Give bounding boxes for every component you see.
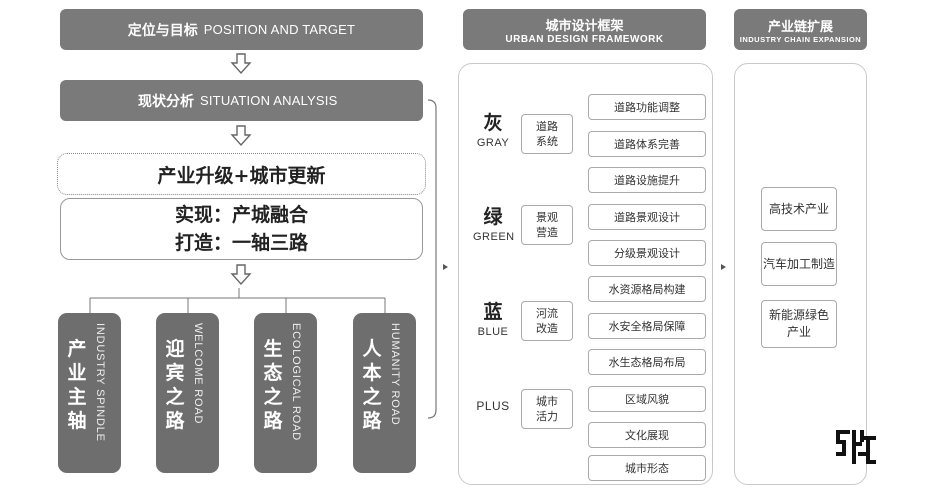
category-gray-en: GRAY — [476, 137, 510, 149]
industry-item: 高技术产业 — [761, 187, 837, 231]
framework-title-en: URBAN DESIGN FRAMEWORK — [505, 33, 664, 45]
arrow-right-icon — [443, 264, 448, 270]
framework-item: 道路体系完善 — [588, 131, 706, 157]
framework-item: 道路景观设计 — [588, 204, 706, 230]
framework-item: 文化展现 — [588, 422, 706, 448]
industry-item: 新能源绿色 产业 — [761, 300, 837, 348]
pillar-ecological-road: 生态之路 ECOLOGICAL ROAD — [254, 313, 317, 473]
theme-box: 产业升级+城市更新 — [57, 153, 426, 195]
framework-item: 城市形态 — [588, 455, 706, 481]
framework-item: 道路功能调整 — [588, 94, 706, 120]
pillar-en: HUMANITY ROAD — [389, 323, 401, 426]
industry-header: 产业链扩展 INDUSTRY CHAIN EXPANSION — [734, 9, 867, 50]
framework-item: 水生态格局布局 — [588, 349, 706, 375]
strategy-box: 实现：产城融合 打造：一轴三路 — [60, 198, 423, 260]
position-target-header: 定位与目标 POSITION AND TARGET — [60, 9, 423, 50]
pillar-en: ECOLOGICAL ROAD — [290, 323, 302, 441]
category-blue-sub: 河流改造 — [521, 301, 573, 341]
realize-text: 实现：产城融合 — [174, 204, 308, 226]
industry-title-en: INDUSTRY CHAIN EXPANSION — [739, 34, 862, 44]
category-green-zh: 绿 — [483, 206, 503, 228]
category-gray-zh: 灰 — [483, 112, 503, 134]
industry-title-zh: 产业链扩展 — [767, 19, 833, 35]
pillar-industry-spindle: 产业主轴 INDUSTRY SPINDLE — [58, 313, 121, 473]
build-text: 打造：一轴三路 — [174, 232, 308, 254]
position-target-en: POSITION AND TARGET — [203, 22, 356, 37]
pillar-humanity-road: 人本之路 HUMANITY ROAD — [353, 313, 416, 473]
category-green-sub: 景观营造 — [521, 205, 573, 245]
pillar-en: WELCOME ROAD — [192, 323, 204, 425]
pillar-zh: 生态之路 — [263, 338, 283, 432]
industry-item: 汽车加工制造 — [761, 242, 837, 286]
category-green-en: GREEN — [473, 231, 515, 243]
framework-item: 区域风貌 — [588, 386, 706, 412]
category-blue-en: BLUE — [477, 326, 509, 338]
framework-title-zh: 城市设计框架 — [545, 18, 624, 34]
theme-text: 产业升级+城市更新 — [157, 164, 326, 187]
framework-header: 城市设计框架 URBAN DESIGN FRAMEWORK — [463, 9, 706, 50]
situation-analysis-zh: 现状分析 — [138, 93, 194, 110]
down-arrow-icon — [230, 264, 252, 286]
category-gray-sub: 道路系统 — [521, 114, 573, 154]
category-plus-en: PLUS — [476, 399, 510, 413]
framework-item: 水安全格局保障 — [588, 313, 706, 339]
position-target-zh: 定位与目标 — [127, 22, 198, 39]
pillar-welcome-road: 迎宾之路 WELCOME ROAD — [156, 313, 219, 473]
category-plus-sub: 城市活力 — [521, 389, 573, 429]
logo-icon — [836, 430, 876, 464]
category-blue-zh: 蓝 — [483, 301, 503, 323]
pillar-zh: 人本之路 — [362, 338, 382, 432]
arrow-right-icon — [721, 264, 726, 270]
framework-item: 水资源格局构建 — [588, 276, 706, 302]
pillar-zh: 产业主轴 — [67, 338, 87, 432]
pillar-en: INDUSTRY SPINDLE — [94, 323, 106, 442]
down-arrow-icon — [230, 125, 252, 147]
pillar-zh: 迎宾之路 — [165, 338, 185, 432]
framework-item: 道路设施提升 — [588, 167, 706, 193]
situation-analysis-en: SITUATION ANALYSIS — [200, 93, 338, 108]
framework-item: 分级景观设计 — [588, 240, 706, 266]
down-arrow-icon — [230, 53, 252, 75]
situation-analysis-header: 现状分析 SITUATION ANALYSIS — [60, 80, 423, 121]
